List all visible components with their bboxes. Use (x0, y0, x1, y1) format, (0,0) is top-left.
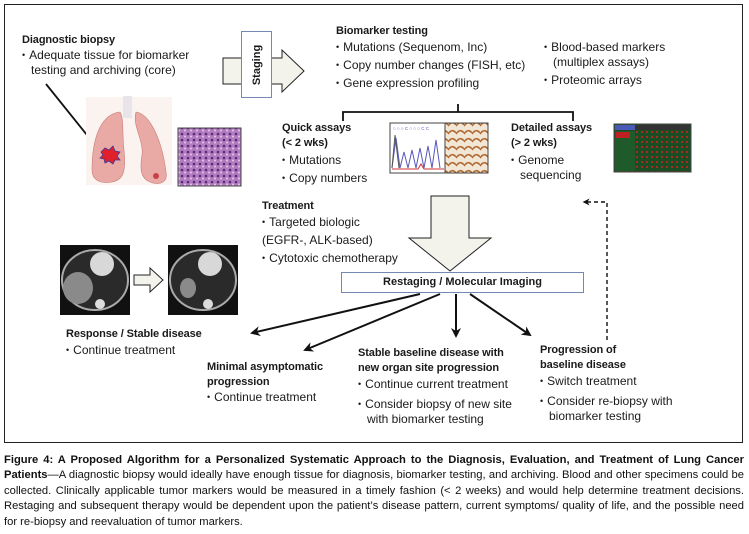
progression-title: Progression of (540, 344, 617, 356)
staging-box: Staging (241, 31, 272, 98)
lung-illustration (86, 96, 172, 185)
response-title: Response / Stable disease (66, 328, 202, 340)
arrow-to-minimal (303, 293, 441, 352)
arrow-to-progression (469, 293, 532, 337)
arrow-to-response (250, 293, 421, 337)
biomarker-item: Mutations (Sequenom, Inc) (336, 40, 487, 56)
detailed-assays-title: Detailed assays (511, 122, 593, 134)
progression-title-cont: baseline disease (540, 359, 626, 371)
assay-bracket (342, 104, 574, 121)
stable-new-site-item: Consider biopsy of new site (358, 397, 512, 413)
treatment-title: Treatment (262, 200, 314, 212)
quick-assays-title: Quick assays (282, 122, 352, 134)
histology-slide (177, 127, 242, 187)
caption-title: Figure 4: A Proposed Algorithm for a Per… (4, 454, 744, 482)
ct-progress-arrow (133, 266, 164, 294)
stable-new-site-title-cont: new organ site progression (358, 362, 500, 374)
detailed-assays-item-cont: sequencing (520, 168, 582, 182)
staging-label: Staging (250, 44, 263, 85)
figure-caption: Figure 4: A Proposed Algorithm for a Per… (4, 453, 744, 530)
sequencing-chromatogram: ○ ○ ○ C ○ ○ ○ C C (389, 122, 446, 174)
progression-item: Consider re-biopsy with (540, 394, 672, 410)
diagnostic-biopsy-item-cont: testing and archiving (core) (31, 63, 176, 77)
biomarker-testing-title: Biomarker testing (336, 25, 428, 37)
response-item: Continue treatment (66, 343, 175, 359)
diagnostic-biopsy-item: Adequate tissue for biomarker (22, 48, 189, 64)
biomarker-item: Copy number changes (FISH, etc) (336, 58, 525, 74)
quick-assays-subtitle: (< 2 wks) (282, 137, 328, 149)
biomarker-item: Blood-based markers (544, 40, 665, 56)
stable-new-site-item-cont: with biomarker testing (367, 412, 484, 426)
quick-assays-item: Copy numbers (282, 171, 367, 187)
detailed-assays-subtitle: (> 2 wks) (511, 137, 557, 149)
minimal-progression-title-cont: progression (207, 376, 270, 388)
diagnostic-biopsy-title: Diagnostic biopsy (22, 34, 116, 46)
ihc-stain (444, 122, 489, 174)
treatment-item: Cytotoxic chemotherapy (262, 251, 398, 267)
ct-scan-before (60, 245, 130, 315)
biomarker-item: Gene expression profiling (336, 76, 479, 92)
minimal-progression-title: Minimal asymptomatic (207, 361, 323, 373)
treatment-item: Targeted biologic (262, 215, 360, 231)
progression-item: Switch treatment (540, 374, 636, 390)
stable-new-site-item: Continue current treatment (358, 377, 508, 393)
tumor-icon (99, 145, 121, 165)
figure-frame (4, 4, 743, 443)
treatment-item-cont: (EGFR-, ALK-based) (262, 233, 373, 247)
quick-assays-item: Mutations (282, 153, 341, 169)
ct-scan-after (168, 245, 238, 315)
detailed-assays-item: Genome (511, 153, 564, 169)
rebiopsy-feedback-arrow (582, 198, 608, 340)
stable-new-site-title: Stable baseline disease with (358, 347, 504, 359)
biomarker-item-cont: (multiplex assays) (553, 55, 650, 69)
minimal-progression-item: Continue treatment (207, 390, 316, 406)
restaging-box: Restaging / Molecular Imaging (341, 272, 584, 293)
caption-body: —A diagnostic biopsy would ideally have … (4, 469, 744, 528)
microarray-heatmap (613, 123, 692, 173)
progression-item-cont: biomarker testing (549, 409, 642, 423)
treatment-down-arrow (407, 195, 493, 272)
biomarker-item: Proteomic arrays (544, 73, 642, 89)
svg-text:○ ○ ○ C ○ ○ ○ C C: ○ ○ ○ C ○ ○ ○ C C (393, 126, 430, 131)
